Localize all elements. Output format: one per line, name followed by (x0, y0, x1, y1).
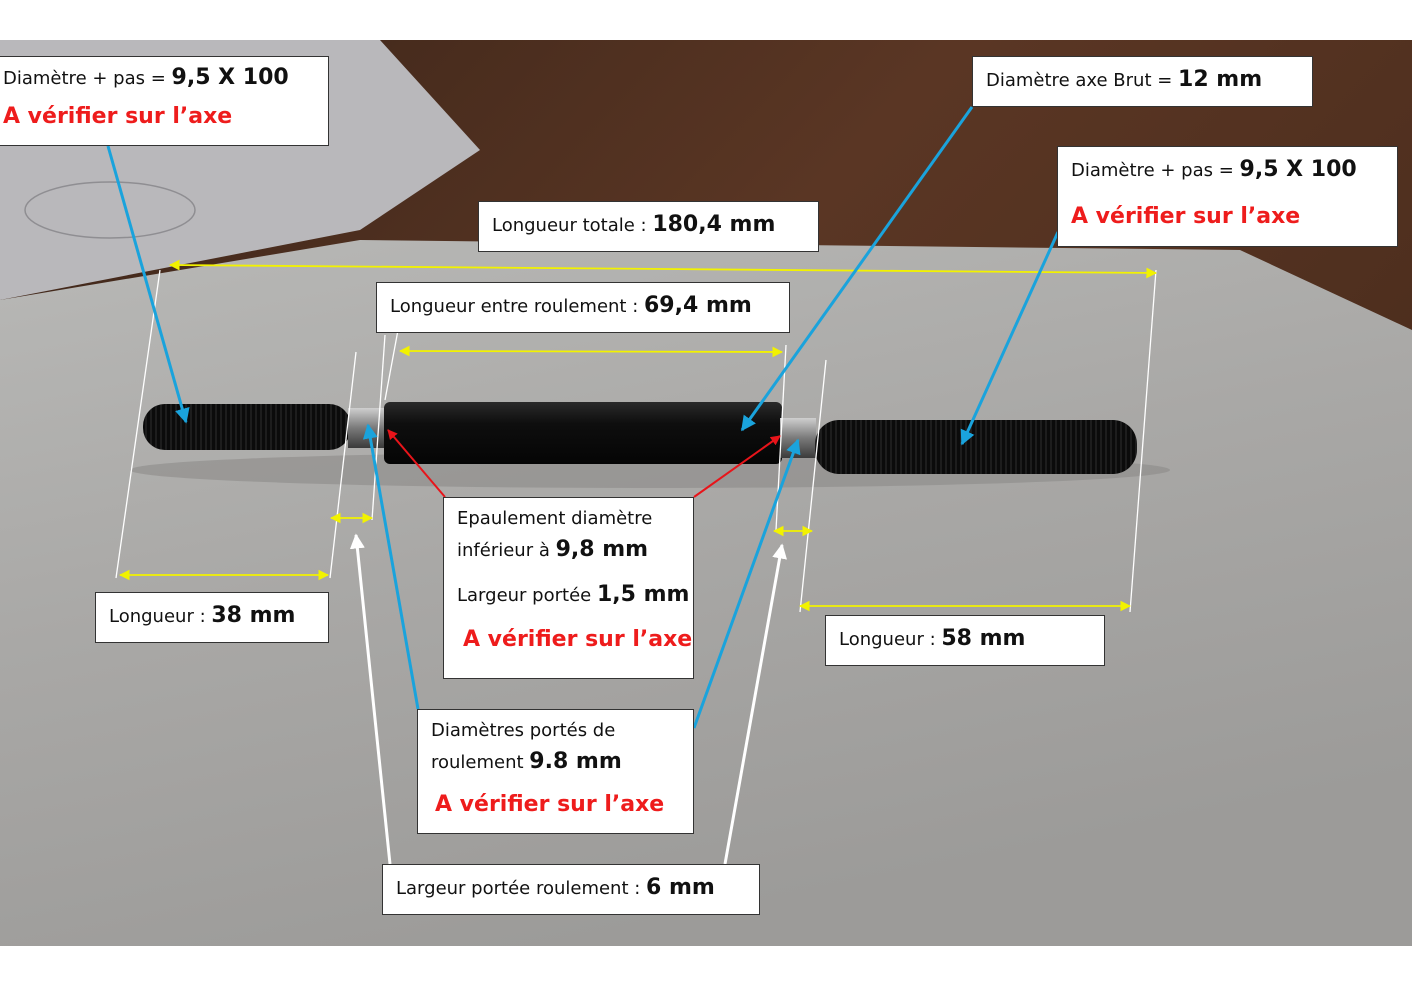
rod-right-bearing-seat (780, 418, 816, 458)
label-length-left: Longueur : 38 mm (95, 592, 329, 643)
length-right-label: Longueur : (839, 629, 942, 650)
white-leaders (349, 533, 788, 865)
length-left-label: Longueur : (109, 606, 212, 627)
raw-diameter-value: 12 mm (1178, 67, 1263, 92)
shoulder-line2-label: inférieur à (457, 540, 556, 561)
length-right-value: 58 mm (941, 626, 1026, 651)
dim-between-bearings (398, 345, 784, 358)
dim-total (168, 259, 1158, 279)
bearing-diameters-line2-value: 9.8 mm (529, 749, 622, 774)
thread-left-warning: A vérifier sur l’axe (3, 104, 233, 129)
red-leaders (387, 429, 781, 498)
rod-right-thread (815, 420, 1137, 474)
thread-right-warning: A vérifier sur l’axe (1071, 204, 1301, 229)
blue-leaders (106, 106, 1060, 729)
bearing-diameters-warning: A vérifier sur l’axe (435, 792, 665, 817)
paper-sketch-mark (24, 181, 196, 239)
bearing-width-value: 6 mm (646, 875, 715, 900)
between-bearings-value: 69,4 mm (644, 293, 752, 318)
shoulder-warning: A vérifier sur l’axe (463, 627, 693, 652)
raw-diameter-label: Diamètre axe Brut = (986, 70, 1179, 91)
bearing-diameters-line1: Diamètres portés de (431, 720, 616, 741)
thread-left-value: 9,5 X 100 (171, 65, 289, 90)
dimension-lines (118, 259, 1158, 612)
thread-right-label: Diamètre + pas = (1071, 160, 1240, 181)
thread-right-value: 9,5 X 100 (1239, 157, 1357, 182)
rod-central-body (384, 402, 782, 464)
shoulder-line3-value: 1,5 mm (596, 582, 690, 607)
label-total-length: Longueur totale : 180,4 mm (478, 201, 819, 252)
label-shoulder: Epaulement diamètre inférieur à 9,8 mm L… (443, 497, 694, 679)
bearing-width-label: Largeur portée roulement : (396, 878, 647, 899)
between-bearings-label: Longueur entre roulement : (390, 296, 644, 317)
label-between-bearings: Longueur entre roulement : 69,4 mm (376, 282, 790, 333)
label-bearing-width: Largeur portée roulement : 6 mm (382, 864, 760, 915)
length-left-value: 38 mm (211, 603, 296, 628)
label-raw-diameter: Diamètre axe Brut = 12 mm (972, 56, 1313, 107)
rod-left-thread (143, 404, 351, 450)
shoulder-line2-value: 9,8 mm (555, 537, 649, 562)
total-length-value: 180,4 mm (652, 212, 776, 237)
bearing-diameters-line2-label: roulement (431, 752, 530, 773)
label-bearing-diameters: Diamètres portés de roulement 9.8 mm A v… (417, 709, 694, 834)
shoulder-line1: Epaulement diamètre (457, 508, 653, 529)
total-length-label: Longueur totale : (492, 215, 653, 236)
shoulder-line3-label: Largeur portée (457, 585, 597, 606)
label-length-right: Longueur : 58 mm (825, 615, 1105, 666)
label-thread-left: Diamètre + pas = 9,5 X 100 A vérifier su… (0, 56, 329, 146)
thread-left-label: Diamètre + pas = (3, 68, 172, 89)
label-thread-right: Diamètre + pas = 9,5 X 100 A vérifier su… (1057, 146, 1398, 247)
